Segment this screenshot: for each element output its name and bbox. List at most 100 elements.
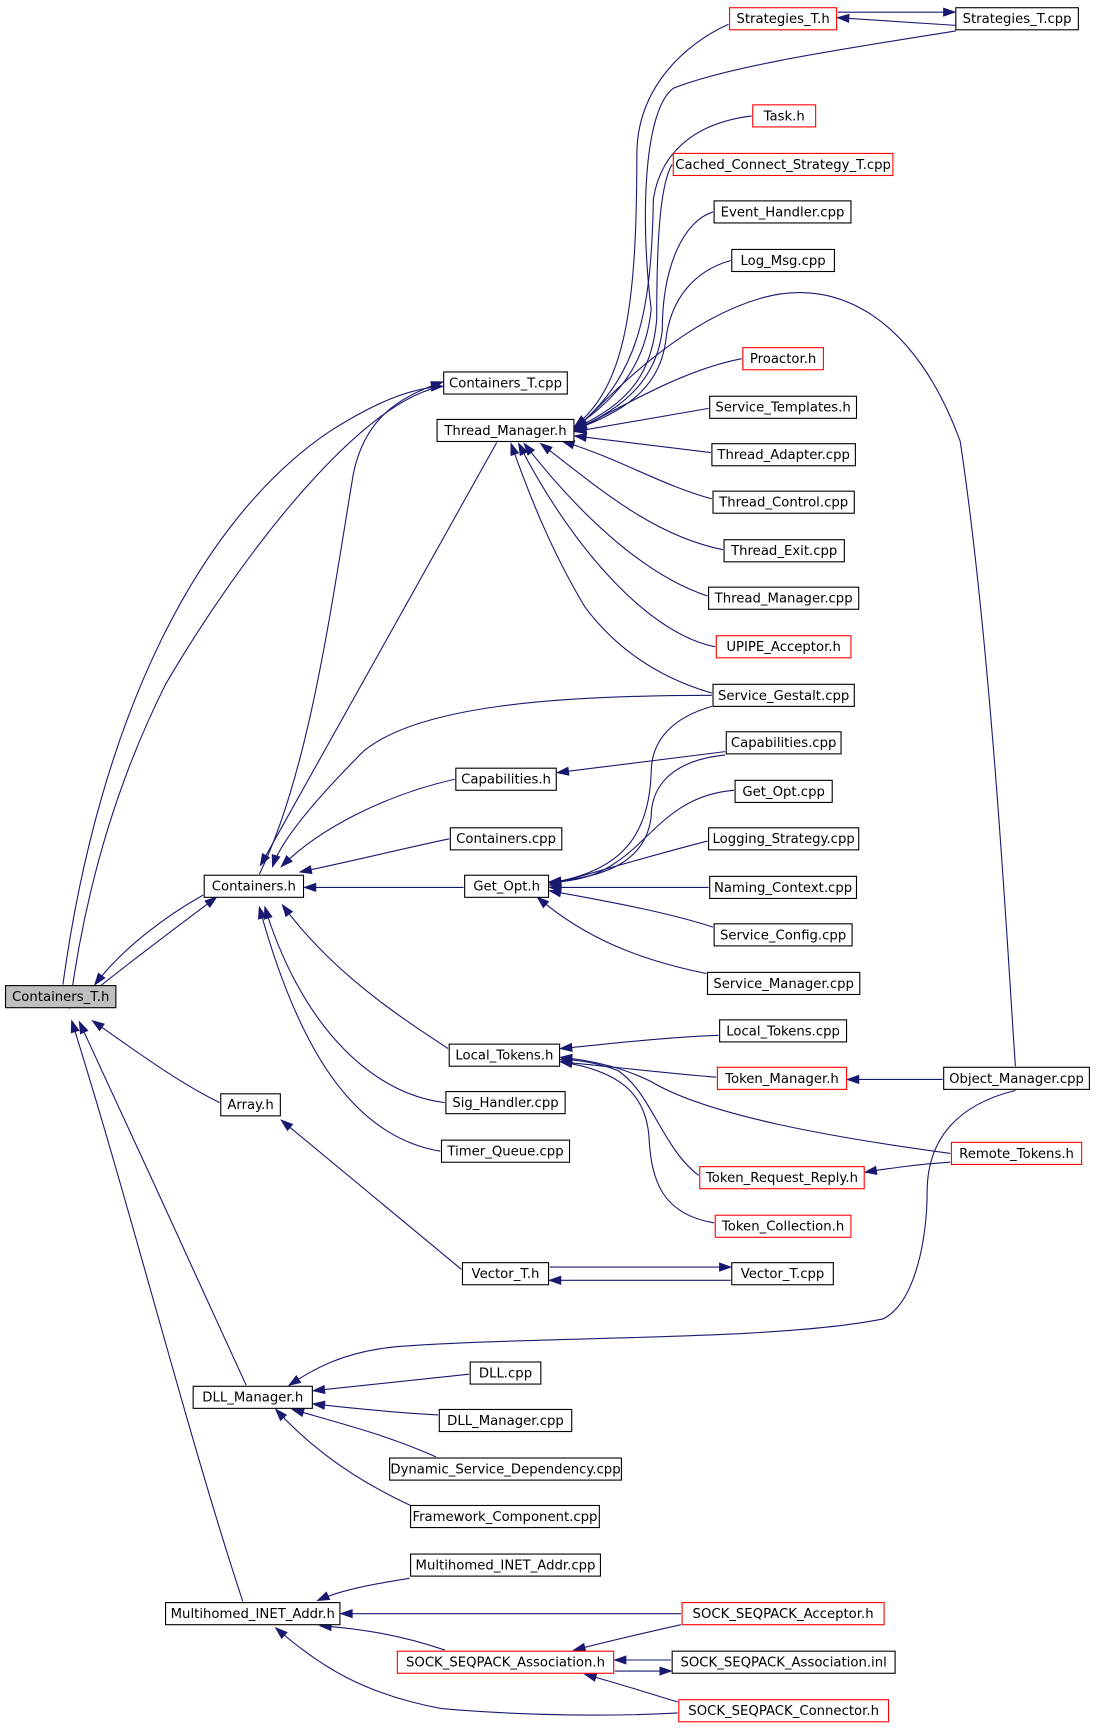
node-thread-exit[interactable]: Thread_Exit.cpp xyxy=(723,539,845,563)
node-sig-handler[interactable]: Sig_Handler.cpp xyxy=(445,1091,566,1115)
node-box[interactable] xyxy=(443,371,568,395)
node-box[interactable] xyxy=(713,923,853,947)
node-dll-cpp[interactable]: DLL.cpp xyxy=(469,1361,542,1385)
node-sock-seqpack-acceptor[interactable]: SOCK_SEQPACK_Acceptor.h xyxy=(681,1602,885,1626)
node-local-tokens-h[interactable]: Local_Tokens.h xyxy=(448,1043,561,1067)
node-box[interactable] xyxy=(671,1650,896,1674)
node-box[interactable] xyxy=(708,586,860,610)
node-dll-manager-h[interactable]: DLL_Manager.h xyxy=(192,1385,313,1409)
node-capabilities-cpp[interactable]: Capabilities.cpp xyxy=(725,731,842,755)
node-containers-cpp[interactable]: Containers.cpp xyxy=(449,827,563,851)
node-service-config[interactable]: Service_Config.cpp xyxy=(713,923,853,947)
node-box[interactable] xyxy=(709,875,858,899)
node-get-opt-cpp[interactable]: Get_Opt.cpp xyxy=(734,779,833,803)
node-box[interactable] xyxy=(445,1091,566,1115)
node-box[interactable] xyxy=(709,395,858,419)
node-box[interactable] xyxy=(448,1043,561,1067)
node-thread-manager-h[interactable]: Thread_Manager.h xyxy=(436,418,575,443)
node-thread-adapter[interactable]: Thread_Adapter.cpp xyxy=(711,443,856,467)
node-box[interactable] xyxy=(449,827,563,851)
node-box[interactable] xyxy=(203,874,305,898)
node-box[interactable] xyxy=(716,1066,848,1090)
node-logging-strategy[interactable]: Logging_Strategy.cpp xyxy=(708,827,860,851)
node-local-tokens-cpp[interactable]: Local_Tokens.cpp xyxy=(719,1019,848,1043)
node-box[interactable] xyxy=(410,1553,601,1577)
node-cached-connect[interactable]: Cached_Connect_Strategy_T.cpp xyxy=(672,152,894,177)
node-box[interactable] xyxy=(712,490,855,514)
node-multihomed-inet-addr-h[interactable]: Multihomed_INET_Addr.h xyxy=(165,1602,341,1626)
node-box[interactable] xyxy=(455,767,557,791)
node-box[interactable] xyxy=(389,1457,622,1481)
node-box[interactable] xyxy=(699,1166,865,1190)
node-box[interactable] xyxy=(752,104,817,128)
node-service-templates[interactable]: Service_Templates.h xyxy=(709,395,858,419)
node-box[interactable] xyxy=(731,248,835,273)
node-token-request-reply[interactable]: Token_Request_Reply.h xyxy=(699,1166,865,1190)
node-vector-t-h[interactable]: Vector_T.h xyxy=(461,1262,550,1286)
node-box[interactable] xyxy=(192,1385,313,1409)
node-containers-h[interactable]: Containers.h xyxy=(203,874,305,898)
node-box[interactable] xyxy=(729,7,838,31)
node-upipe-acceptor[interactable]: UPIPE_Acceptor.h xyxy=(715,635,852,659)
node-box[interactable] xyxy=(681,1602,885,1626)
node-box[interactable] xyxy=(165,1602,341,1626)
node-sock-seqpack-connector[interactable]: SOCK_SEQPACK_Connector.h xyxy=(678,1699,890,1723)
node-box[interactable] xyxy=(4,985,117,1009)
node-token-manager[interactable]: Token_Manager.h xyxy=(716,1066,848,1090)
node-sock-seqpack-association-h[interactable]: SOCK_SEQPACK_Association.h xyxy=(396,1650,615,1674)
node-box[interactable] xyxy=(438,1408,573,1433)
node-token-collection[interactable]: Token_Collection.h xyxy=(714,1214,852,1238)
node-box[interactable] xyxy=(725,731,842,755)
node-box[interactable] xyxy=(410,1504,600,1529)
node-box[interactable] xyxy=(712,683,855,707)
node-box[interactable] xyxy=(440,1139,571,1163)
node-box[interactable] xyxy=(734,779,833,803)
node-box[interactable] xyxy=(672,152,894,177)
node-array-h[interactable]: Array.h xyxy=(220,1093,281,1117)
node-box[interactable] xyxy=(711,443,856,467)
node-proactor-h[interactable]: Proactor.h xyxy=(742,347,824,371)
node-box[interactable] xyxy=(436,418,575,443)
node-containers-t-h[interactable]: Containers_T.h xyxy=(4,985,117,1009)
node-sock-seqpack-association-inl[interactable]: SOCK_SEQPACK_Association.inl xyxy=(671,1650,896,1674)
node-box[interactable] xyxy=(469,1361,542,1385)
node-service-manager[interactable]: Service_Manager.cpp xyxy=(706,971,861,996)
node-box[interactable] xyxy=(396,1650,615,1674)
node-containers-t-cpp[interactable]: Containers_T.cpp xyxy=(443,371,568,395)
node-thread-manager-cpp[interactable]: Thread_Manager.cpp xyxy=(708,586,860,610)
node-box[interactable] xyxy=(943,1066,1090,1090)
node-capabilities-h[interactable]: Capabilities.h xyxy=(455,767,557,791)
node-box[interactable] xyxy=(714,1214,852,1238)
node-box[interactable] xyxy=(731,1262,834,1286)
node-box[interactable] xyxy=(950,1141,1083,1165)
node-multihomed-inet-addr-cpp[interactable]: Multihomed_INET_Addr.cpp xyxy=(410,1553,601,1577)
node-box[interactable] xyxy=(955,7,1079,31)
node-dynamic-service-dependency[interactable]: Dynamic_Service_Dependency.cpp xyxy=(389,1457,622,1481)
node-naming-context[interactable]: Naming_Context.cpp xyxy=(709,875,858,899)
node-log-msg[interactable]: Log_Msg.cpp xyxy=(731,248,835,273)
node-task-h[interactable]: Task.h xyxy=(752,104,817,128)
node-thread-control[interactable]: Thread_Control.cpp xyxy=(712,490,855,514)
node-timer-queue[interactable]: Timer_Queue.cpp xyxy=(440,1139,571,1163)
node-service-gestalt[interactable]: Service_Gestalt.cpp xyxy=(712,683,855,707)
node-box[interactable] xyxy=(708,827,860,851)
node-box[interactable] xyxy=(723,539,845,563)
node-box[interactable] xyxy=(715,635,852,659)
node-box[interactable] xyxy=(464,874,550,898)
node-box[interactable] xyxy=(678,1699,890,1723)
node-box[interactable] xyxy=(461,1262,550,1286)
node-box[interactable] xyxy=(742,347,824,371)
node-strategies-t-h[interactable]: Strategies_T.h xyxy=(729,7,838,31)
node-box[interactable] xyxy=(713,200,852,224)
node-strategies-t-cpp[interactable]: Strategies_T.cpp xyxy=(955,7,1079,31)
node-dll-manager-cpp[interactable]: DLL_Manager.cpp xyxy=(438,1408,573,1433)
node-remote-tokens[interactable]: Remote_Tokens.h xyxy=(950,1141,1083,1165)
node-event-handler[interactable]: Event_Handler.cpp xyxy=(713,200,852,224)
node-object-manager[interactable]: Object_Manager.cpp xyxy=(943,1066,1090,1090)
node-get-opt-h[interactable]: Get_Opt.h xyxy=(464,874,550,898)
node-box[interactable] xyxy=(706,971,861,996)
node-box[interactable] xyxy=(719,1019,848,1043)
node-vector-t-cpp[interactable]: Vector_T.cpp xyxy=(731,1262,834,1286)
node-framework-component[interactable]: Framework_Component.cpp xyxy=(410,1504,600,1529)
node-box[interactable] xyxy=(220,1093,281,1117)
